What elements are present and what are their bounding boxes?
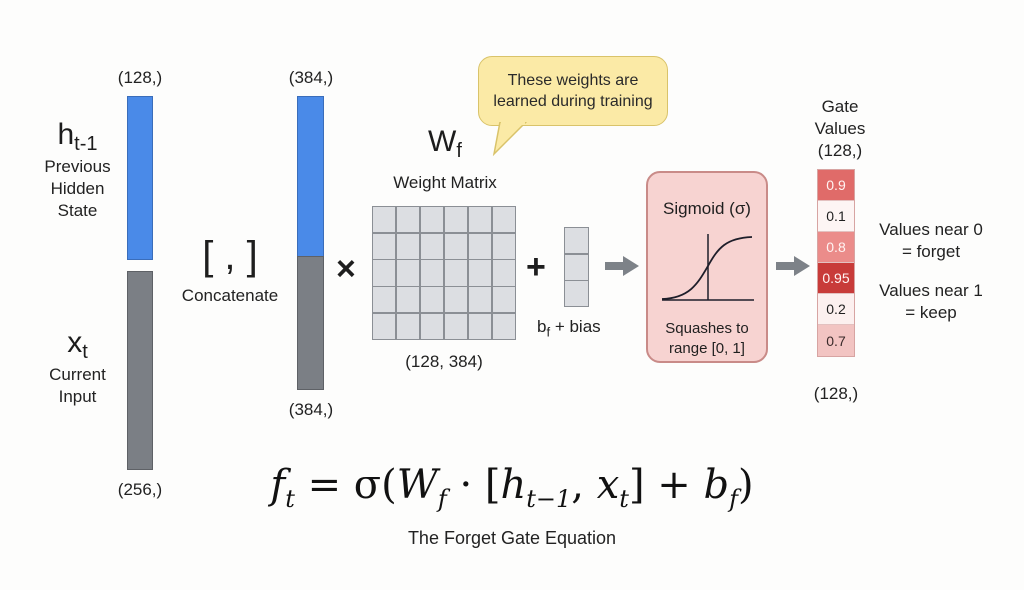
note-forget: Values near 0 = forget xyxy=(879,220,983,261)
callout-line: These weights are xyxy=(507,72,639,89)
arrow-right-icon xyxy=(605,256,639,276)
x-t-label: xt Current Input xyxy=(30,326,125,408)
gate-value-cell: 0.2 xyxy=(818,294,854,325)
sigmoid-caption: Squashes to range [0, 1] xyxy=(665,320,749,357)
note-keep: Values near 1 = keep xyxy=(879,281,983,322)
h-prev-symbol: ht-1 xyxy=(57,118,98,155)
concat-vector-x-part xyxy=(297,256,324,390)
equation-caption: The Forget Gate Equation xyxy=(407,528,617,548)
x-t-dim: (256,) xyxy=(117,480,163,499)
weights-symbol: Wf xyxy=(428,125,462,162)
concat-dim-bottom: (384,) xyxy=(288,400,334,419)
x-t-label-line: Current xyxy=(49,365,106,384)
plus-operator: + xyxy=(526,248,546,286)
gate-value-cell: 0.1 xyxy=(818,201,854,232)
h-prev-dim: (128,) xyxy=(117,68,163,87)
sigmoid-title: Sigmoid (σ) xyxy=(663,199,751,218)
gate-dim-bottom: (128,) xyxy=(813,384,859,403)
h-prev-label: ht-1 Previous Hidden State xyxy=(30,118,125,222)
sigmoid-curve-icon xyxy=(661,234,754,301)
h-prev-vector xyxy=(127,96,153,260)
h-prev-label-line: State xyxy=(57,201,98,220)
arrow-right-icon xyxy=(776,256,810,276)
bias-vector xyxy=(564,227,589,307)
x-t-label-line: Input xyxy=(58,387,97,406)
gate-value-cell: 0.7 xyxy=(818,325,854,356)
h-prev-label-line: Hidden xyxy=(50,179,105,198)
callout-bubble: These weights are learned during trainin… xyxy=(478,56,668,126)
x-t-symbol: xt xyxy=(67,326,88,363)
callout-line: learned during training xyxy=(493,93,653,110)
h-prev-label-line: Previous xyxy=(44,157,111,176)
sigmoid-box: Sigmoid (σ) Squashes to range [0, 1] xyxy=(646,171,768,363)
weights-label: Weight Matrix xyxy=(393,173,497,192)
weights-dim: (128, 384) xyxy=(405,352,483,371)
bias-label: bf + bias xyxy=(537,317,601,340)
gate-value-cell: 0.95 xyxy=(818,263,854,294)
gate-values-vector: 0.9 0.1 0.8 0.95 0.2 0.7 xyxy=(817,169,855,357)
multiply-operator: × xyxy=(336,250,356,288)
forget-gate-equation: ft = σ(Wf · [ht−1, xt] + bf) xyxy=(270,462,754,513)
x-t-vector xyxy=(127,271,153,470)
gate-title: Gate Values (128,) xyxy=(814,97,866,160)
concat-vector-h-part xyxy=(297,96,324,256)
gate-value-cell: 0.9 xyxy=(818,170,854,201)
concat-symbol: [ , ] xyxy=(202,234,258,278)
gate-value-cell: 0.8 xyxy=(818,232,854,263)
callout-pointer xyxy=(492,122,528,156)
concat-dim-top: (384,) xyxy=(288,68,334,87)
weight-matrix-grid xyxy=(372,206,516,340)
concat-label: Concatenate xyxy=(181,286,279,305)
